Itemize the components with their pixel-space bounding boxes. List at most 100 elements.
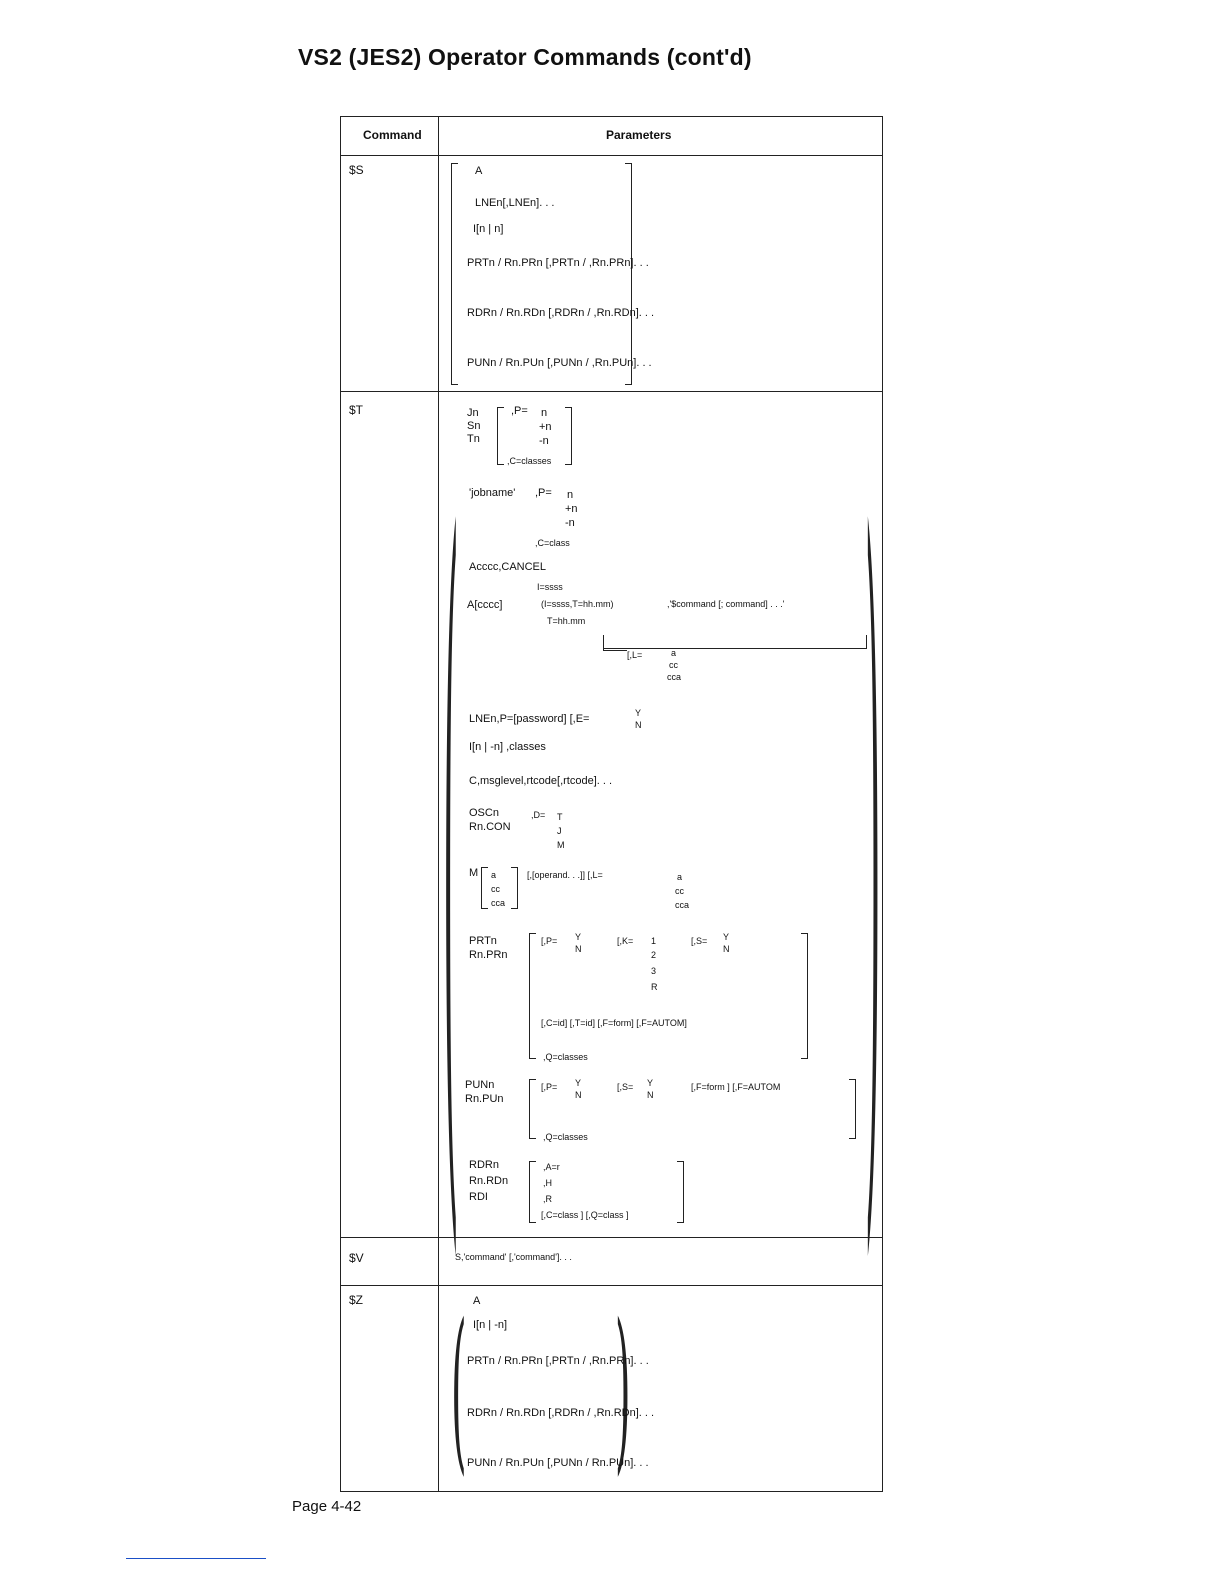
st-s-n: N	[723, 944, 730, 954]
st-prt-y: Y	[575, 932, 582, 942]
st-bracket	[801, 933, 808, 1059]
st-plus-n-2: +n	[565, 503, 578, 515]
st-m-cca: cca	[491, 898, 506, 908]
st-t-hhmm: T=hh.mm	[547, 616, 586, 626]
st-m-a: a	[491, 870, 497, 880]
sz-line: PRTn / Rn.PRn [,PRTn / ,Rn.PRn]. . .	[467, 1355, 649, 1367]
sz-line: PUNn / Rn.PUn [,PUNn / Rn.PUn]. . .	[467, 1457, 649, 1469]
st-prt-n: N	[575, 944, 582, 954]
st-k-1: 1	[651, 936, 657, 946]
st-l-a: a	[671, 648, 677, 658]
st-open-brace: (	[443, 403, 459, 1333]
st-rn-con: Rn.CON	[469, 821, 511, 833]
st-bracket	[849, 1079, 856, 1139]
st-rn-rdn: Rn.RDn	[469, 1175, 509, 1187]
st-jn: Jn	[467, 407, 479, 419]
ss-close-bracket	[625, 163, 632, 385]
st-c-q-class: [,C=class ] [,Q=class ]	[541, 1210, 629, 1220]
st-prt-p: [,P=	[541, 936, 558, 946]
st-bracket	[529, 933, 536, 1059]
st-l-eq: [,L=	[627, 650, 643, 660]
st-p-eq: ,P=	[511, 405, 528, 417]
st-s-y: Y	[723, 932, 730, 942]
st-op-cc: cc	[675, 886, 684, 896]
st-a-r: ,A=r	[543, 1162, 560, 1172]
st-c-class: ,C=class	[535, 538, 570, 548]
st-prt-line2: [,C=id] [,T=id] [,F=form] [,F=AUTOM]	[541, 1018, 687, 1028]
st-sn: Sn	[467, 420, 481, 432]
st-d-j: J	[557, 826, 562, 836]
st-minus-n: -n	[539, 435, 549, 447]
sz-line: A	[473, 1295, 481, 1307]
st-pun-p: [,P=	[541, 1082, 558, 1092]
st-minus-n-2: -n	[565, 517, 575, 529]
st-operand: [,[operand. . .]] [,L=	[527, 870, 603, 880]
ss-open-bracket	[451, 163, 458, 385]
header-divider	[341, 155, 882, 156]
st-rn-prn: Rn.PRn	[469, 949, 508, 961]
st-d-m: M	[557, 840, 565, 850]
page-number: Page 4-42	[292, 1498, 362, 1515]
st-r: ,R	[543, 1194, 552, 1204]
st-k-3: 3	[651, 966, 657, 976]
st-punn: PUNn	[465, 1079, 495, 1091]
st-n-letter: N	[635, 720, 642, 730]
st-connector	[603, 635, 627, 651]
st-y: Y	[635, 708, 642, 718]
st-pun-q: ,Q=classes	[543, 1132, 588, 1142]
st-tn: Tn	[467, 433, 480, 445]
st-bracket	[529, 1161, 536, 1223]
st-bracket	[511, 867, 518, 909]
command-sv: $V	[349, 1251, 364, 1265]
link-underline	[126, 1558, 266, 1559]
st-pun-f: [,F=form ] [,F=AUTOM	[691, 1082, 781, 1092]
header-parameters: Parameters	[606, 128, 672, 142]
st-plus-n: +n	[539, 421, 552, 433]
sv-line: S,'command' [,'command']. . .	[455, 1252, 572, 1262]
st-m-line: M	[469, 867, 479, 879]
st-lnen: LNEn,P=[password] [,E=	[469, 713, 590, 725]
st-h: ,H	[543, 1178, 552, 1188]
ss-line: LNEn[,LNEn]. . .	[475, 197, 555, 209]
sz-line: I[n | -n]	[473, 1319, 508, 1331]
st-p-eq-2: ,P=	[535, 487, 552, 499]
st-command-list: ,'$command [; command] . . .'	[667, 599, 785, 609]
column-divider	[438, 117, 439, 1491]
st-c-classes: ,C=classes	[507, 456, 552, 466]
page-title: VS2 (JES2) Operator Commands (cont'd)	[298, 44, 752, 70]
st-bracket	[497, 407, 504, 465]
st-acccc-cancel: Acccc,CANCEL	[469, 561, 547, 573]
row-divider-sv	[341, 1285, 882, 1286]
command-sz: $Z	[349, 1293, 364, 1307]
sz-open-brace: (	[451, 1291, 467, 1494]
st-connector	[603, 635, 867, 649]
st-rn-pun: Rn.PUn	[465, 1093, 504, 1105]
sz-line: RDRn / Rn.RDn [,RDRn / ,Rn.RDn]. . .	[467, 1407, 655, 1419]
row-divider-st	[341, 1237, 882, 1238]
header-command: Command	[363, 128, 422, 142]
st-l-cc: cc	[669, 660, 678, 670]
st-k-r: R	[651, 982, 658, 992]
st-op-a: a	[677, 872, 683, 882]
ss-line: A	[475, 165, 483, 177]
st-pun-n: N	[575, 1090, 582, 1100]
st-n: n	[541, 407, 548, 419]
st-prtn: PRTn	[469, 935, 497, 947]
st-bracket	[677, 1161, 684, 1223]
st-bracket	[481, 867, 488, 909]
commands-table: Command Parameters $S A LNEn[,LNEn]. . .…	[340, 116, 883, 1494]
st-c-msglevel: C,msglevel,rtcode[,rtcode]. . .	[469, 775, 613, 787]
st-pun-s-n: N	[647, 1090, 654, 1100]
st-k-eq: [,K=	[617, 936, 634, 946]
st-d-eq: ,D=	[531, 810, 546, 820]
st-i-ssss-t: (I=ssss,T=hh.mm)	[541, 599, 614, 609]
st-bracket	[529, 1079, 536, 1139]
st-n-2: n	[567, 489, 574, 501]
st-pun-y: Y	[575, 1078, 582, 1088]
ss-line: PRTn / Rn.PRn [,PRTn / ,Rn.PRn]. . .	[467, 257, 649, 269]
st-m-cc: cc	[491, 884, 500, 894]
st-rdrn: RDRn	[469, 1159, 499, 1171]
st-oscn: OSCn	[469, 807, 499, 819]
command-ss: $S	[349, 163, 364, 177]
ss-line: PUNn / Rn.PUn [,PUNn / ,Rn.PUn]. . .	[467, 357, 652, 369]
